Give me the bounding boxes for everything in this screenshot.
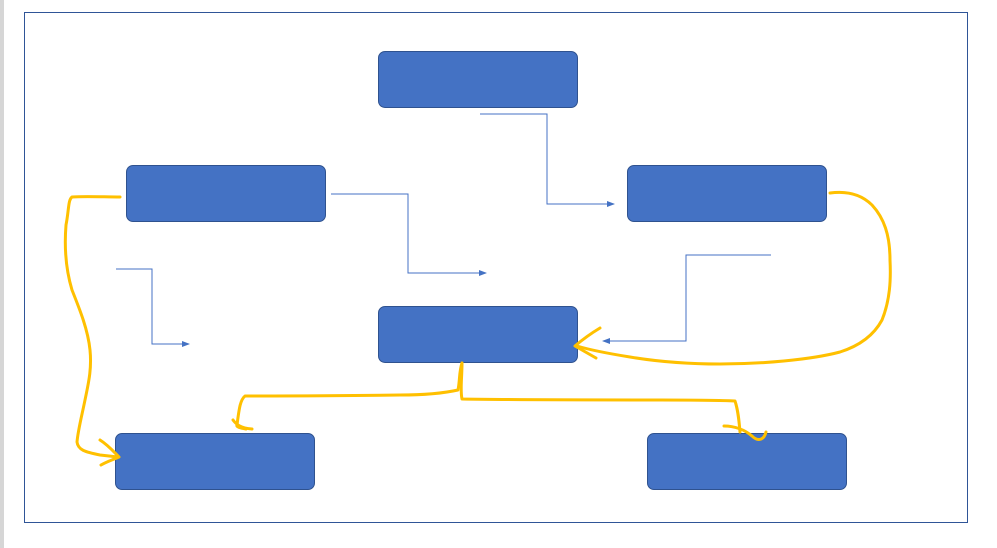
node-right[interactable] — [627, 165, 827, 222]
node-bottom-left[interactable] — [115, 433, 315, 490]
node-bottom-right[interactable] — [647, 433, 847, 490]
node-top[interactable] — [378, 51, 578, 108]
node-center[interactable] — [378, 306, 578, 363]
node-left[interactable] — [126, 165, 326, 222]
left-gutter — [0, 0, 4, 548]
